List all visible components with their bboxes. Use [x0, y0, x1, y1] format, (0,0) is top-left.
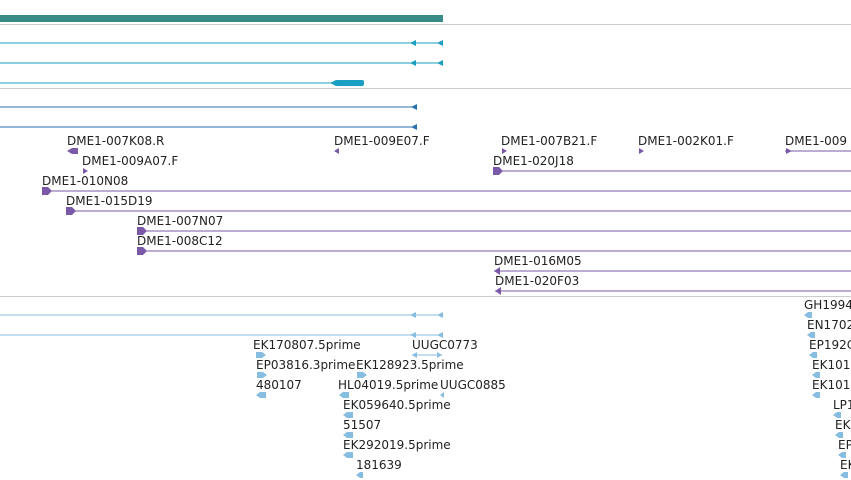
protein-track	[0, 104, 417, 130]
clone-marker	[66, 207, 76, 215]
clone-marker	[494, 267, 500, 275]
clone-feature[interactable]: DME1-016M05	[494, 254, 851, 275]
est-label: EP	[838, 438, 851, 452]
est-label: EP192C	[809, 338, 851, 352]
transcript-feature[interactable]	[0, 60, 443, 66]
transcript-feature[interactable]	[0, 40, 443, 46]
clone-label: DME1-009E07.F	[334, 134, 430, 148]
est-feature[interactable]: UUGC0885	[440, 378, 506, 398]
clone-track: DME1-007K08.R DME1-009A07.F DME1-010N08 …	[42, 134, 851, 295]
clone-label: DME1-007B21.F	[501, 134, 597, 148]
est-label: EK059640.5prime	[343, 398, 451, 412]
est-label: GH1994	[804, 298, 851, 312]
clone-label: DME1-009A07.F	[82, 154, 178, 168]
est-feature[interactable]: UUGC0773	[412, 338, 478, 358]
est-label: 181639	[356, 458, 402, 472]
clone-marker	[639, 148, 644, 154]
clone-label: DME1-015D19	[66, 194, 153, 208]
transcript-feature[interactable]	[0, 80, 364, 86]
clone-feature[interactable]: DME1-009A07.F	[82, 154, 178, 174]
clone-label: DME1-007N07	[137, 214, 223, 228]
est-feature[interactable]: EK	[840, 458, 851, 478]
clone-feature[interactable]: DME1-009	[785, 134, 851, 154]
est-feature[interactable]: EK101	[812, 378, 850, 398]
est-feature[interactable]: 181639	[356, 458, 402, 478]
clone-label: DME1-002K01.F	[638, 134, 734, 148]
clone-marker	[137, 227, 147, 235]
clone-marker	[42, 187, 52, 195]
est-label: EN1702	[807, 318, 851, 332]
est-label: EK292019.5prime	[343, 438, 451, 452]
est-label: EK	[835, 418, 851, 432]
clone-marker	[83, 168, 88, 174]
est-feature[interactable]: EP	[838, 438, 851, 458]
clone-marker	[67, 148, 78, 154]
clone-marker	[495, 287, 501, 295]
est-feature[interactable]: GH1994	[804, 298, 851, 318]
est-label: EK101	[812, 358, 850, 372]
est-feature[interactable]: LP1	[833, 398, 851, 418]
protein-feature[interactable]	[0, 124, 417, 130]
est-feature[interactable]: EK059640.5prime	[343, 398, 451, 418]
clone-label: DME1-016M05	[494, 254, 582, 268]
est-label: HL04019.5prime	[338, 378, 438, 392]
est-feature[interactable]	[0, 332, 443, 338]
est-label: UUGC0773	[412, 338, 478, 352]
gene-track	[0, 15, 443, 22]
clone-feature[interactable]: DME1-008C12	[137, 234, 851, 255]
clone-label: DME1-020F03	[495, 274, 579, 288]
est-feature[interactable]: EN1702	[807, 318, 851, 338]
est-track: EK170807.5prime EP03816.3prime EK128923.…	[0, 298, 851, 478]
clone-feature[interactable]: DME1-007N07	[137, 214, 851, 235]
clone-feature[interactable]: DME1-007B21.F	[501, 134, 597, 154]
est-feature[interactable]: EK	[835, 418, 851, 438]
est-label: LP1	[833, 398, 851, 412]
est-feature[interactable]: EK170807.5prime	[253, 338, 361, 358]
clone-feature[interactable]: DME1-020F03	[495, 274, 851, 295]
est-feature[interactable]: EK101	[812, 358, 850, 378]
est-feature[interactable]: EP192C	[809, 338, 851, 358]
clone-label: DME1-010N08	[42, 174, 128, 188]
clone-feature[interactable]: DME1-010N08	[42, 174, 851, 195]
est-feature[interactable]: EP03816.3prime	[256, 358, 355, 378]
clone-feature[interactable]: DME1-007K08.R	[67, 134, 164, 154]
clone-feature[interactable]: DME1-020J18	[493, 154, 851, 175]
clone-marker	[334, 148, 339, 154]
est-label: EK101	[812, 378, 850, 392]
est-label: 51507	[343, 418, 381, 432]
transcript-track	[0, 40, 443, 86]
clone-label: DME1-008C12	[137, 234, 223, 248]
protein-feature[interactable]	[0, 104, 417, 110]
clone-marker	[502, 148, 507, 154]
est-label: EK170807.5prime	[253, 338, 361, 352]
est-feature[interactable]	[0, 312, 443, 318]
clone-feature[interactable]: DME1-002K01.F	[638, 134, 734, 154]
est-label: UUGC0885	[440, 378, 506, 392]
clone-feature[interactable]: DME1-015D19	[66, 194, 851, 215]
clone-feature[interactable]: DME1-009E07.F	[334, 134, 430, 154]
est-feature[interactable]: EK292019.5prime	[343, 438, 451, 458]
est-label: EP03816.3prime	[256, 358, 355, 372]
est-feature[interactable]: EK128923.5prime	[356, 358, 464, 378]
clone-label: DME1-007K08.R	[67, 134, 164, 148]
est-label: EK	[840, 458, 851, 472]
est-feature[interactable]: HL04019.5prime	[338, 378, 438, 398]
clone-label: DME1-020J18	[493, 154, 574, 168]
est-feature[interactable]: 51507	[343, 418, 381, 438]
clone-marker	[786, 148, 792, 154]
est-label: EK128923.5prime	[356, 358, 464, 372]
est-label: 480107	[256, 378, 302, 392]
clone-marker	[137, 247, 147, 255]
clone-label: DME1-009	[785, 134, 847, 148]
clone-marker	[493, 167, 503, 175]
est-feature[interactable]: 480107	[256, 378, 302, 398]
gene-model-bar[interactable]	[0, 15, 443, 22]
